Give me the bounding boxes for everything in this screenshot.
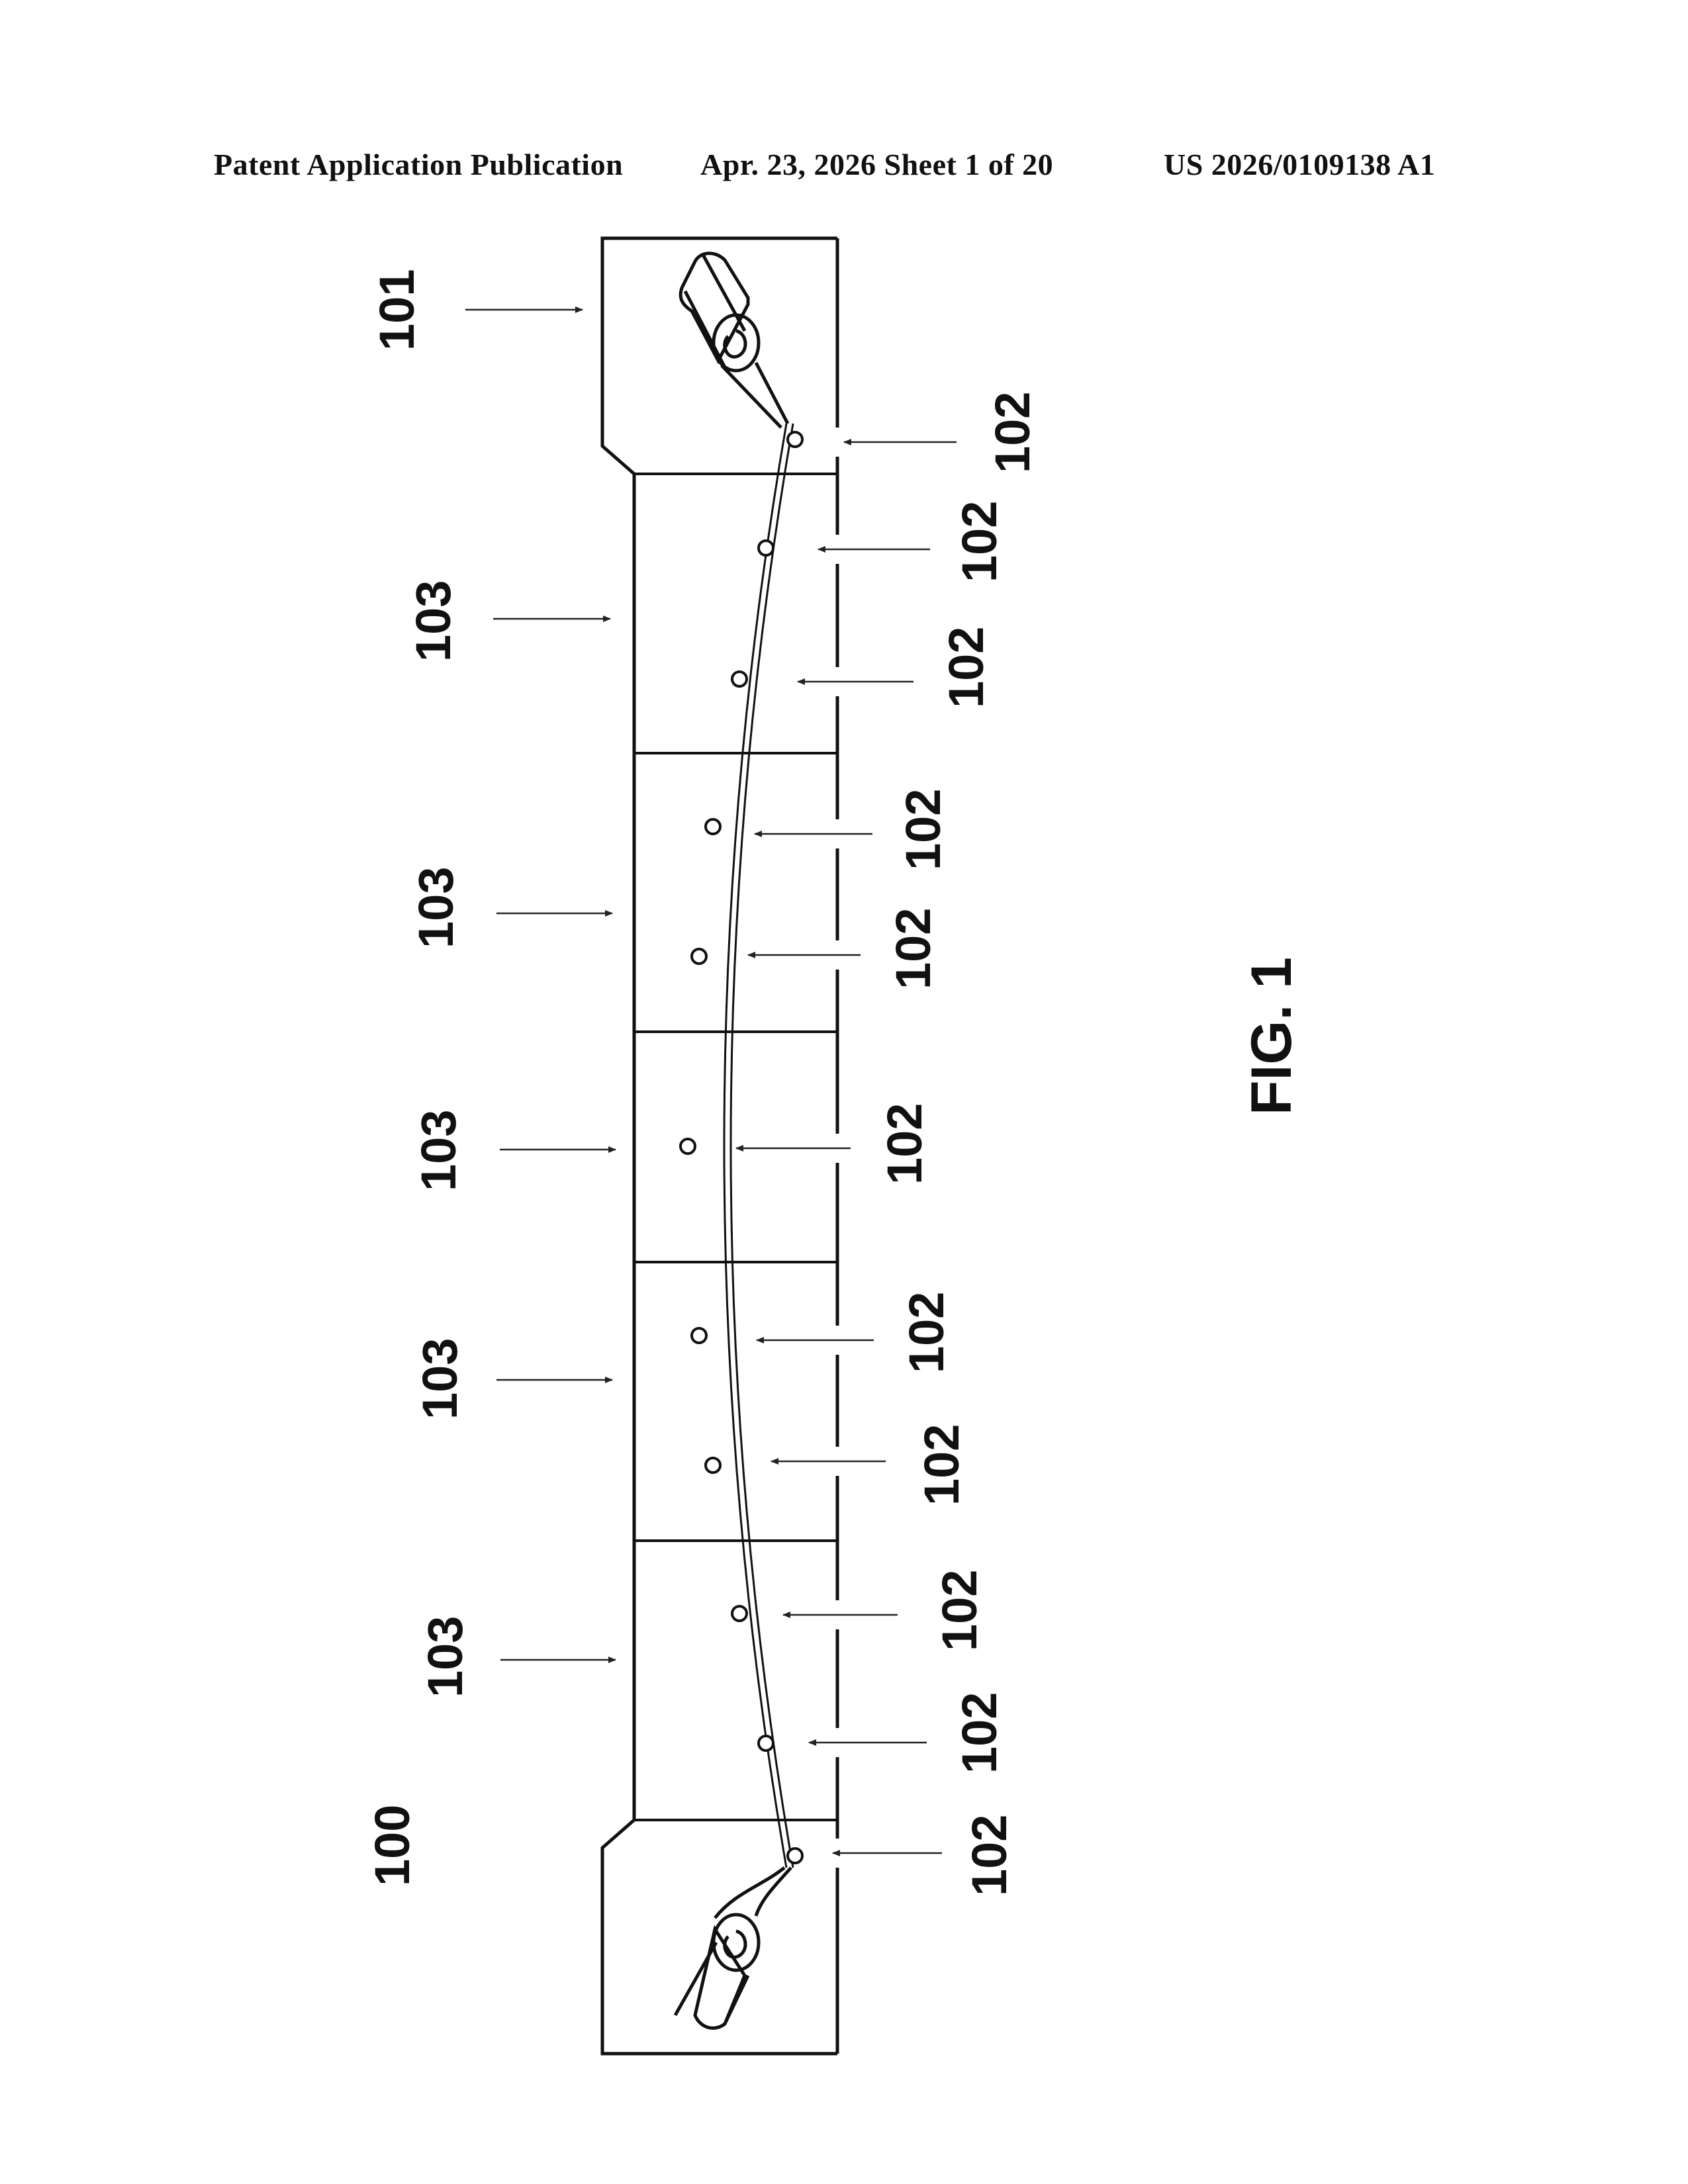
label-102: 102: [886, 908, 941, 989]
publication-type: Patent Application Publication: [214, 148, 624, 181]
label-102: 102: [914, 1424, 969, 1506]
roller-icon: [786, 431, 804, 448]
publication-date-sheet: Apr. 23, 2026 Sheet 1 of 20: [700, 148, 1054, 181]
substrate-web: [723, 423, 794, 1868]
label-102: 102: [985, 392, 1040, 473]
roller-icon: [690, 948, 708, 965]
label-101: 101: [369, 269, 424, 351]
guide-rollers: [679, 431, 804, 1864]
reference-labels: 101 103 103 103 103 103 100 102 102 102 …: [365, 269, 1040, 1896]
label-102: 102: [932, 1570, 987, 1651]
label-102: 102: [899, 1292, 954, 1373]
label-100: 100: [365, 1805, 420, 1886]
roller-icon: [690, 1327, 708, 1344]
roller-icon: [731, 670, 748, 688]
label-103: 103: [408, 867, 463, 948]
label-102: 102: [962, 1815, 1017, 1896]
label-102: 102: [896, 789, 951, 870]
label-102: 102: [877, 1103, 932, 1185]
roller-icon: [757, 1735, 774, 1752]
publication-number: US 2026/0109138 A1: [1164, 148, 1436, 181]
supply-roll-icon: [679, 251, 790, 429]
label-103: 103: [406, 580, 461, 662]
apparatus-frame: [600, 236, 839, 2056]
takeup-roll-icon: [673, 1866, 792, 2030]
roller-icon: [731, 1605, 748, 1622]
roller-icon: [704, 818, 722, 835]
chamber-dividers: [634, 473, 837, 1821]
roller-icon: [757, 539, 774, 557]
label-103: 103: [411, 1110, 466, 1191]
label-103: 103: [412, 1338, 467, 1420]
leader-arrows: [465, 306, 957, 1856]
roller-icon: [679, 1138, 696, 1155]
roller-icon: [704, 1457, 722, 1474]
figure-caption: FIG. 1: [1240, 957, 1303, 1115]
label-102: 102: [939, 627, 994, 708]
label-102: 102: [952, 501, 1007, 582]
page-header: Patent Application Publication Apr. 23, …: [0, 147, 1688, 187]
label-102: 102: [952, 1692, 1007, 1774]
label-103: 103: [418, 1616, 473, 1698]
roller-icon: [786, 1847, 804, 1864]
